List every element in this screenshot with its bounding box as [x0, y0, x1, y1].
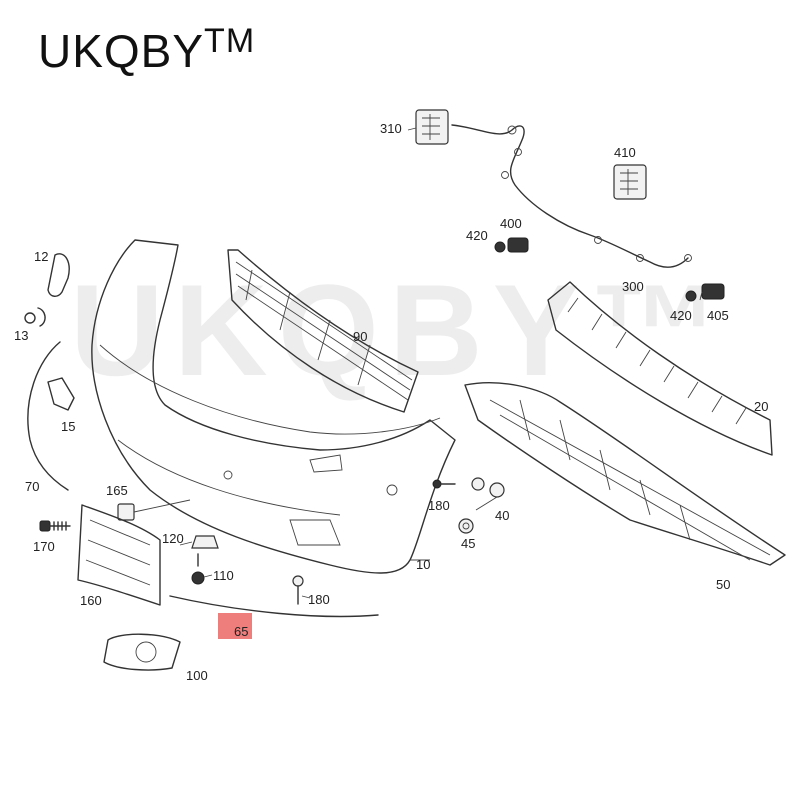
part-13-clip — [24, 307, 46, 327]
part-20-reinforcement — [547, 281, 773, 456]
label-310: 310 — [380, 121, 402, 136]
label-170: 170 — [33, 539, 55, 554]
label-405: 405 — [707, 308, 729, 323]
label-400: 400 — [500, 216, 522, 231]
part-410-bracket — [613, 164, 647, 200]
part-100-fog-lamp-grille — [103, 633, 181, 671]
label-160: 160 — [80, 593, 102, 608]
brand-logo: UKQBYTM — [38, 22, 256, 77]
label-12: 12 — [34, 249, 48, 264]
part-12-bracket — [47, 253, 70, 297]
part-180-screw-upper — [432, 479, 456, 489]
diagram-background — [0, 100, 800, 800]
label-13: 13 — [14, 328, 28, 343]
part-90-grille — [227, 249, 419, 413]
label-420-upper: 420 — [466, 228, 488, 243]
label-65: 65 — [234, 624, 248, 639]
part-65-highlight — [218, 613, 252, 639]
part-10-bumper-cover — [91, 239, 456, 574]
leader-lines — [133, 127, 703, 599]
part-45-nut — [458, 518, 474, 534]
part-300-wiring-harness — [451, 124, 689, 268]
part-170-screw — [39, 520, 71, 532]
label-10: 10 — [416, 557, 430, 572]
label-90: 90 — [353, 329, 367, 344]
part-165-clip — [117, 503, 135, 521]
part-15-bracket — [47, 377, 75, 411]
label-120: 120 — [162, 531, 184, 546]
label-180-upper: 180 — [428, 498, 450, 513]
label-70: 70 — [25, 479, 39, 494]
harness-connectors — [501, 125, 692, 262]
part-405-parking-sensor — [685, 283, 725, 302]
label-50: 50 — [716, 577, 730, 592]
label-410: 410 — [614, 145, 636, 160]
label-180-lower: 180 — [308, 592, 330, 607]
label-15: 15 — [61, 419, 75, 434]
part-180-screw-lower — [292, 575, 304, 605]
part-40-rivet — [471, 477, 505, 498]
label-300: 300 — [622, 279, 644, 294]
part-160-license-plate-bracket — [77, 504, 161, 606]
label-45: 45 — [461, 536, 475, 551]
part-70-trim-strip — [27, 341, 69, 491]
label-165: 165 — [106, 483, 128, 498]
part-110-bolt — [191, 553, 205, 585]
part-400-parking-sensor — [494, 237, 529, 253]
label-110: 110 — [213, 568, 234, 583]
label-20: 20 — [754, 399, 768, 414]
part-50-underbody-tray — [464, 382, 786, 566]
label-100: 100 — [186, 668, 208, 683]
part-120-nut — [191, 535, 219, 549]
label-40: 40 — [495, 508, 509, 523]
part-65-trim-strip — [169, 595, 379, 618]
label-420-lower: 420 — [670, 308, 692, 323]
part-310-bracket — [415, 109, 449, 145]
